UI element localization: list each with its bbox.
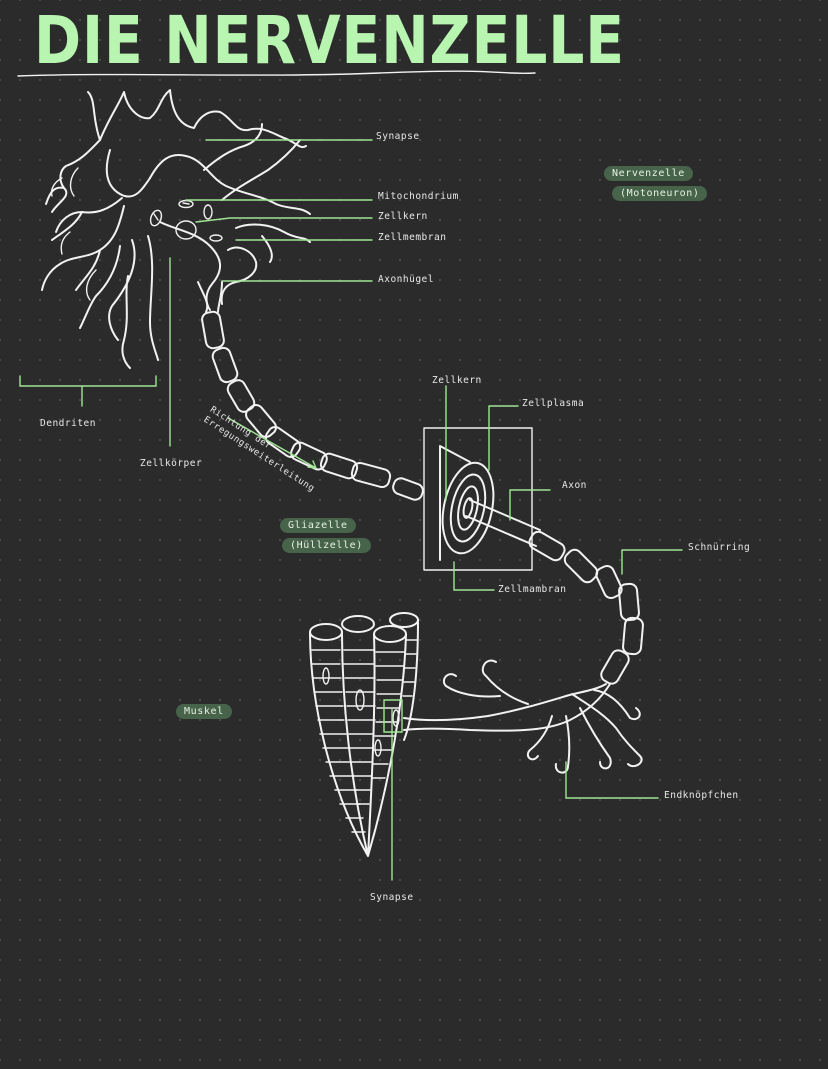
pill-motoneuron: (Motoneuron) bbox=[612, 186, 708, 201]
pill-huellzelle: (Hüllzelle) bbox=[282, 538, 371, 553]
pill-muskel: Muskel bbox=[176, 704, 232, 719]
axon-segments bbox=[201, 310, 644, 685]
muscle-bundle bbox=[309, 612, 419, 857]
leader-lines bbox=[19, 139, 683, 881]
label-schnuerring: Schnürring bbox=[688, 542, 751, 553]
cell-body bbox=[41, 89, 311, 369]
label-endknoepfchen: Endknöpfchen bbox=[664, 790, 739, 801]
pill-gliazelle: Gliazelle bbox=[280, 518, 356, 533]
title-underline bbox=[17, 70, 536, 77]
axon-terminals bbox=[403, 659, 643, 774]
label-zellmembran-top: Zellmembran bbox=[378, 232, 447, 243]
label-zellmembran-axon: Zellmambran bbox=[498, 584, 567, 595]
axon-hillock bbox=[197, 281, 223, 313]
axon-cross-section bbox=[439, 445, 541, 561]
label-zellkoerper: Zellkörper bbox=[140, 458, 203, 469]
label-zellkern-top: Zellkern bbox=[378, 211, 428, 222]
label-dendriten: Dendriten bbox=[40, 418, 96, 429]
label-axonhuegel: Axonhügel bbox=[378, 274, 434, 285]
label-mitochondrium: Mitochondrium bbox=[378, 191, 459, 202]
label-synapse-top: Synapse bbox=[376, 131, 420, 142]
label-zellkern-axon: Zellkern bbox=[432, 375, 482, 386]
page-title: DIE NERVENZELLE bbox=[34, 2, 625, 79]
label-synapse-bottom: Synapse bbox=[370, 892, 414, 903]
label-axon: Axon bbox=[562, 480, 587, 491]
label-zellplasma: Zellplasma bbox=[522, 398, 585, 409]
pill-nervenzelle: Nervenzelle bbox=[604, 166, 693, 181]
axon-cross-section-frame bbox=[423, 427, 533, 571]
